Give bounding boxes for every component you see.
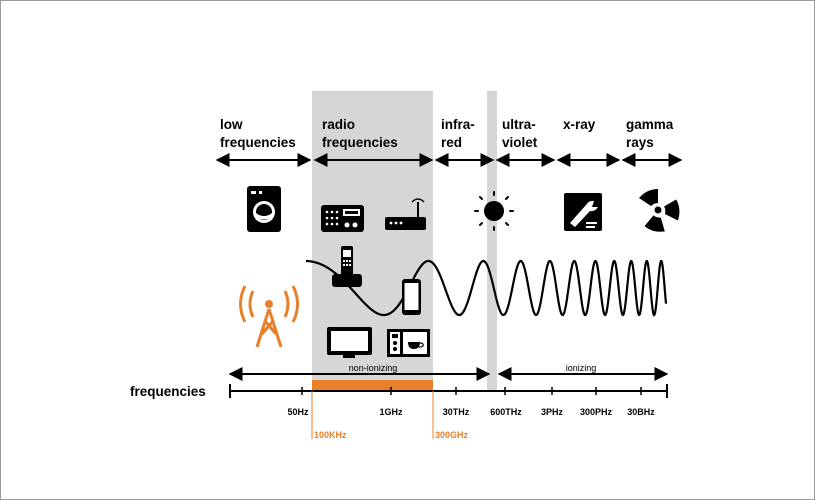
radio-icon [321, 205, 364, 232]
band-low-line1: low [220, 117, 243, 132]
axis-tick-marks [301, 387, 642, 395]
axis-title: frequencies [130, 384, 206, 399]
non-ionizing-label: non-ionizing [349, 363, 398, 373]
microwave-icon [387, 329, 430, 357]
band-labels: low frequencies radio frequencies infra-… [220, 117, 674, 150]
tick-label: 30THz [443, 407, 470, 417]
band-radio-line1: radio [322, 117, 355, 132]
cordless-phone-icon [332, 246, 362, 287]
band-uv-line2: violet [502, 135, 538, 150]
tick-label: 30BHz [627, 407, 655, 417]
cell-tower-icon [239, 285, 299, 348]
smartphone-icon [402, 279, 421, 315]
band-radio-line2: frequencies [322, 135, 398, 150]
band-infrared-line1: infra- [441, 117, 475, 132]
router-icon [385, 198, 426, 230]
washing-machine-icon [247, 186, 281, 232]
ionizing-label: ionizing [566, 363, 597, 373]
radio-axis-highlight [312, 380, 433, 390]
highlight-tick-label: 300GHz [435, 430, 469, 440]
tv-icon [327, 327, 372, 358]
radiation-icon [639, 189, 680, 232]
tick-label: 50Hz [287, 407, 309, 417]
xray-icon [564, 193, 602, 231]
spectrum-wave [306, 259, 668, 317]
band-gamma-line1: gamma [626, 117, 674, 132]
band-uv-line1: ultra- [502, 117, 536, 132]
tick-label: 300PHz [580, 407, 613, 417]
tick-label: 600THz [490, 407, 522, 417]
band-infrared-line2: red [441, 135, 462, 150]
highlight-tick-label: 100KHz [314, 430, 347, 440]
tick-label: 1GHz [379, 407, 403, 417]
tick-label: 3PHz [541, 407, 564, 417]
band-xray-line1: x-ray [563, 117, 596, 132]
band-low-line2: frequencies [220, 135, 296, 150]
sun-icon [474, 191, 514, 231]
axis-tick-labels: 50Hz 1GHz 30THz 600THz 3PHz 300PHz 30BHz [287, 407, 655, 417]
infrared-band-shade [487, 91, 497, 391]
band-gamma-line2: rays [626, 135, 654, 150]
